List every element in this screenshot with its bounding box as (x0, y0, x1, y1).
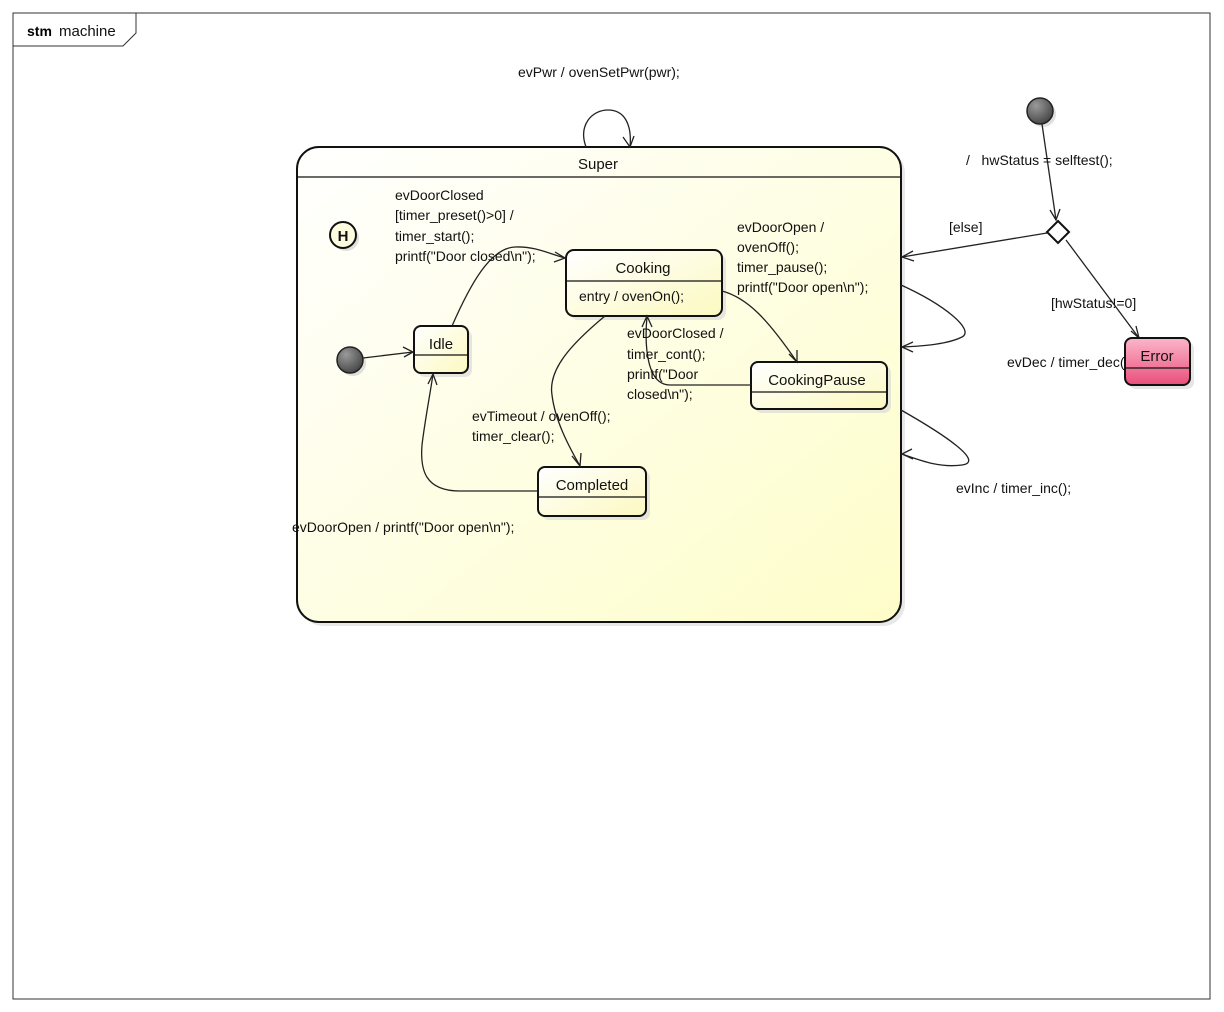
state-completed-name: Completed (556, 477, 629, 494)
edge-outer-initial-to-choice[interactable] (1041, 123, 1057, 221)
frame-keyword: stm (27, 23, 52, 39)
state-completed[interactable]: Completed (537, 466, 650, 520)
state-idle-name: Idle (429, 336, 453, 353)
diagram-frame: stm machine (12, 12, 1211, 1000)
state-cooking-pause-name: CookingPause (768, 372, 866, 389)
label-door-closed-start: evDoorClosed [timer_preset()>0] / timer_… (395, 187, 536, 264)
label-door-closed-cont: evDoorClosed / timer_cont(); printf("Doo… (627, 325, 727, 402)
state-error[interactable]: Error (1124, 337, 1194, 389)
edge-inner-initial-to-idle[interactable] (362, 351, 414, 359)
transition-labels: evPwr / ovenSetPwr(pwr); / hwStatus = se… (292, 64, 1136, 535)
state-idle[interactable]: Idle (413, 325, 472, 377)
edge-completed-to-idle[interactable] (420, 373, 538, 492)
state-cooking-pause[interactable]: CookingPause (750, 361, 891, 413)
label-init-effect: / hwStatus = selftest(); (966, 152, 1113, 168)
state-cooking[interactable]: Cooking entry / ovenOn(); (565, 249, 726, 320)
label-door-open-completed: evDoorOpen / printf("Door open\n"); (292, 519, 514, 535)
state-cooking-name: Cooking (615, 260, 670, 277)
label-guard-hw: [hwStatus!=0] (1051, 295, 1136, 311)
edge-choice-else[interactable] (901, 232, 1048, 258)
label-guard-else: [else] (949, 219, 982, 235)
choice-pseudostate[interactable] (1045, 219, 1071, 245)
history-pseudostate[interactable]: H (329, 221, 359, 251)
edge-cooking-to-completed[interactable] (550, 315, 606, 467)
edge-choice-error[interactable] (1065, 239, 1140, 339)
state-cooking-entry: entry / ovenOn(); (579, 288, 684, 304)
edge-dec-self[interactable] (900, 284, 966, 348)
edge-inc-self[interactable] (900, 409, 970, 467)
state-super-name: Super (578, 156, 618, 173)
label-ev-inc: evInc / timer_inc(); (956, 480, 1071, 496)
edge-pwr-self[interactable] (583, 109, 631, 148)
outer-initial-pseudostate[interactable] (1026, 97, 1056, 127)
state-super[interactable]: Super (296, 146, 905, 626)
label-ev-pwr: evPwr / ovenSetPwr(pwr); (518, 64, 680, 80)
label-timeout: evTimeout / ovenOff(); timer_clear(); (472, 408, 614, 444)
frame-name: machine (59, 23, 116, 40)
edge-cooking-to-pause[interactable] (721, 290, 798, 363)
inner-initial-pseudostate[interactable] (336, 346, 366, 376)
edge-pause-to-cooking[interactable] (645, 315, 751, 386)
edge-idle-to-cooking[interactable] (451, 246, 566, 327)
label-ev-dec: evDec / timer_dec(); (1007, 354, 1133, 370)
label-door-open-pause: evDoorOpen / ovenOff(); timer_pause(); p… (737, 219, 868, 295)
state-error-name: Error (1140, 348, 1173, 365)
transitions (362, 109, 1141, 492)
history-symbol: H (338, 228, 349, 245)
